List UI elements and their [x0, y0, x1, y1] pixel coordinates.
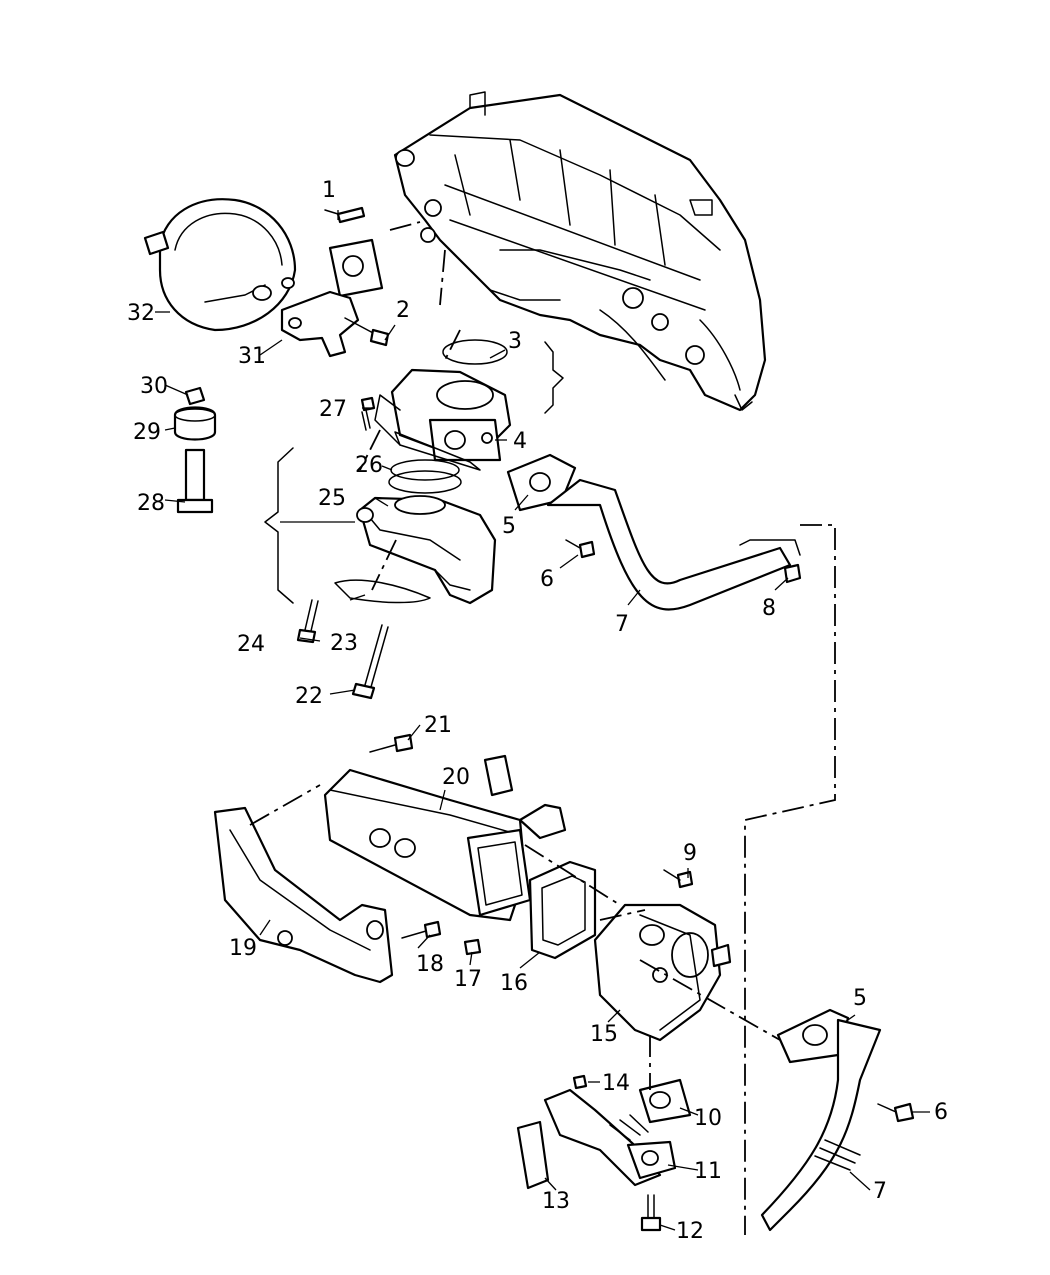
callout-11: 11	[694, 1159, 722, 1184]
vacuum-actuator	[143, 198, 297, 332]
callout-16: 16	[500, 971, 528, 996]
callout-10: 10	[694, 1106, 722, 1131]
group-braces	[264, 341, 564, 604]
callout-31: 31	[238, 344, 266, 369]
bolt-12	[640, 1194, 662, 1232]
callout-18: 18	[416, 952, 444, 977]
egr-valve-housing	[593, 903, 732, 1042]
callout-4: 4	[513, 429, 527, 454]
callout-32: 32	[127, 301, 155, 326]
bolt-27	[360, 396, 376, 431]
callout-24: 24	[237, 632, 265, 657]
callout-12: 12	[676, 1219, 704, 1244]
bolt-2	[344, 317, 390, 347]
callout-23: 23	[330, 631, 358, 656]
callout-26: 26	[355, 453, 383, 478]
callout-13: 13	[542, 1189, 570, 1214]
gasket-16	[528, 860, 597, 960]
callout-14: 14	[602, 1071, 630, 1096]
vacuum-unit-bracket	[280, 206, 384, 358]
callout-1: 1	[322, 178, 336, 203]
callout-22: 22	[295, 684, 323, 709]
callout-numbers: 1 2 3 4 5 5 6 6 7 7 8 9 10 11 12 13 14 1…	[127, 178, 948, 1244]
callout-2: 2	[396, 298, 410, 323]
egr-valve-upper	[374, 339, 512, 494]
cooler-support-bracket	[213, 806, 394, 984]
egr-pipe-lower-right	[760, 1008, 915, 1232]
bolt-24	[296, 599, 319, 644]
callout-5a: 5	[502, 514, 516, 539]
nut-17	[463, 938, 482, 956]
callout-7b: 7	[873, 1179, 887, 1204]
egr-pipe-lower-left	[516, 1074, 692, 1190]
callout-28: 28	[137, 491, 165, 516]
callout-6b: 6	[934, 1100, 948, 1125]
callout-30: 30	[140, 374, 168, 399]
callout-19: 19	[229, 936, 257, 961]
callout-15: 15	[590, 1022, 618, 1047]
callout-6a: 6	[540, 567, 554, 592]
alignment-lines	[249, 221, 836, 1235]
callout-29: 29	[133, 420, 161, 445]
bolt-21	[369, 733, 414, 753]
callout-7a: 7	[615, 612, 629, 637]
stud-mount-assembly	[173, 386, 217, 514]
callout-20: 20	[442, 765, 470, 790]
callout-3: 3	[508, 329, 522, 354]
callout-21: 21	[424, 713, 452, 738]
callout-17: 17	[454, 967, 482, 992]
callout-25: 25	[318, 486, 346, 511]
egr-pipe-upper	[506, 453, 802, 611]
bolt-18	[401, 920, 442, 939]
bolt-22	[351, 624, 389, 700]
callout-27: 27	[319, 397, 347, 422]
egr-valve-lower	[334, 495, 497, 605]
callout-9: 9	[683, 841, 697, 866]
callout-5b: 5	[853, 986, 867, 1011]
intake-manifold	[393, 91, 767, 412]
callout-leaders	[155, 210, 930, 1231]
callout-8: 8	[762, 596, 776, 621]
